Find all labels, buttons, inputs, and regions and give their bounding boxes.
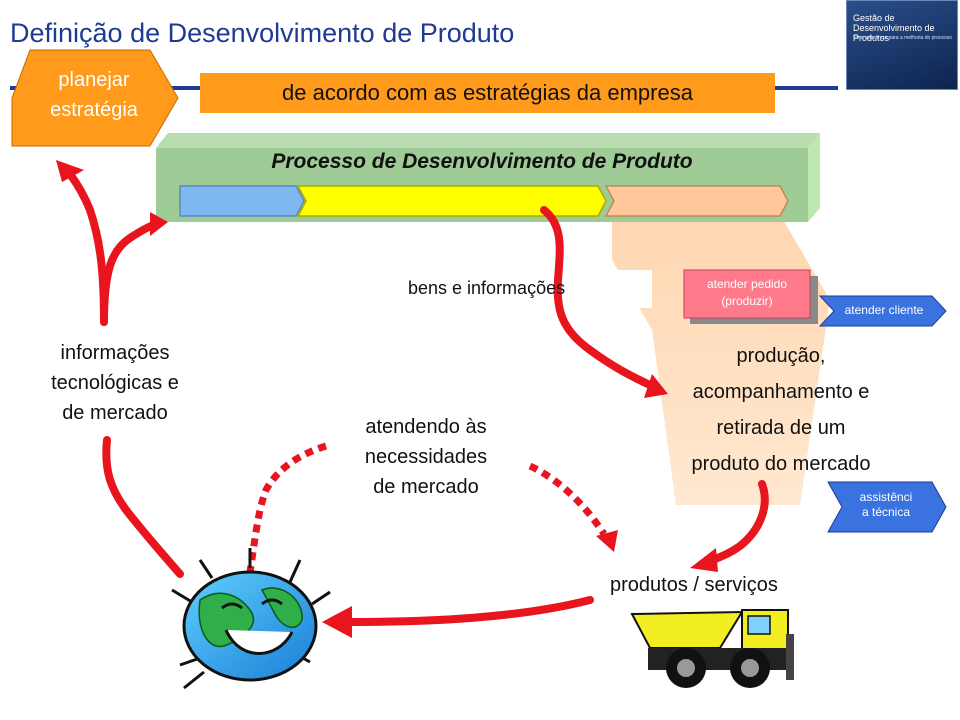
planejar-line-2: estratégia (50, 99, 138, 121)
atender-pedido-label: atender pedido (produzir) (684, 276, 810, 310)
atendendo-label: atendendo às necessidades de mercado (326, 412, 526, 502)
globe-icon (171, 548, 331, 690)
book-logo: Gestão de Desenvolvimento de Produtos Um… (846, 0, 958, 90)
atender-cliente-label: atender cliente (844, 303, 924, 317)
atender-pedido-line-2: (produzir) (721, 294, 773, 308)
bens-label-bg (400, 270, 652, 308)
atendendo-line-3: de mercado (373, 476, 479, 498)
strategy-banner-text: de acordo com as estratégias da empresa (282, 80, 693, 105)
info-line-1: informações (60, 342, 170, 364)
arrowhead-process (150, 212, 168, 236)
arrow-to-process (100, 220, 160, 326)
page-title: Definição de Desenvolvimento de Produto (10, 18, 515, 48)
arrow-to-globe (344, 596, 594, 626)
info-line-2: tecnológicas e (51, 372, 179, 394)
phase-1-chevron (179, 185, 305, 217)
phase-2-chevron (296, 185, 607, 217)
bens-informacoes-label: bens e informações (408, 278, 566, 298)
planejar-estrategia-shape (11, 49, 179, 147)
atendendo-line-2: necessidades (364, 446, 488, 468)
dump-truck-icon (630, 609, 794, 688)
produtos-servicos-label: produtos / serviços (610, 574, 778, 596)
atender-pedido-box (683, 269, 811, 319)
info-line-3: de mercado (62, 402, 168, 424)
producao-line-2: acompanhamento e (692, 381, 870, 403)
producao-line-3: retirada de um (716, 417, 846, 439)
atender-pedido-line-1: atender pedido (706, 277, 788, 291)
atender-cliente-chevron (818, 295, 947, 327)
process-box-side (808, 133, 820, 222)
assistencia-label: assistênci a técnica (834, 490, 938, 520)
arrow-info-down (102, 436, 184, 578)
arrow-bens (540, 206, 656, 390)
logo-line1: Gestão de (853, 13, 895, 23)
assistencia-line-2: a técnica (861, 505, 911, 519)
arrowhead-planejar (56, 160, 84, 182)
dotted-arrow-left (246, 442, 328, 573)
arrow-to-planejar (66, 170, 108, 326)
arrowhead-dotted (596, 530, 618, 552)
producao-label: produção, acompanhamento e retirada de u… (654, 338, 908, 482)
assistencia-chevron (827, 481, 947, 533)
process-title: Processo de Desenvolvimento de Produto (271, 150, 693, 173)
producao-line-4: produto do mercado (691, 453, 871, 475)
producao-line-1: produção, (736, 345, 826, 367)
atendendo-line-1: atendendo às (365, 416, 487, 438)
process-box-top (156, 133, 820, 148)
assistencia-line-1: assistênci (859, 490, 913, 504)
logo-line2: Desenvolvimento de Produtos (853, 23, 935, 43)
informacoes-label: informações tecnológicas e de mercado (10, 338, 220, 428)
phase-3-chevron (604, 185, 789, 217)
arrowhead-bens (644, 374, 668, 398)
strategy-banner: de acordo com as estratégias da empresa (200, 73, 775, 113)
dotted-arrow-right (528, 462, 607, 536)
planejar-line-1: planejar (58, 69, 130, 91)
planejar-estrategia-label: planejar estratégia (20, 65, 168, 125)
logo-tagline: Uma referência para a melhoria do proces… (853, 35, 952, 41)
arrowhead-globe (322, 606, 352, 638)
arrowhead-produtos (690, 548, 718, 572)
